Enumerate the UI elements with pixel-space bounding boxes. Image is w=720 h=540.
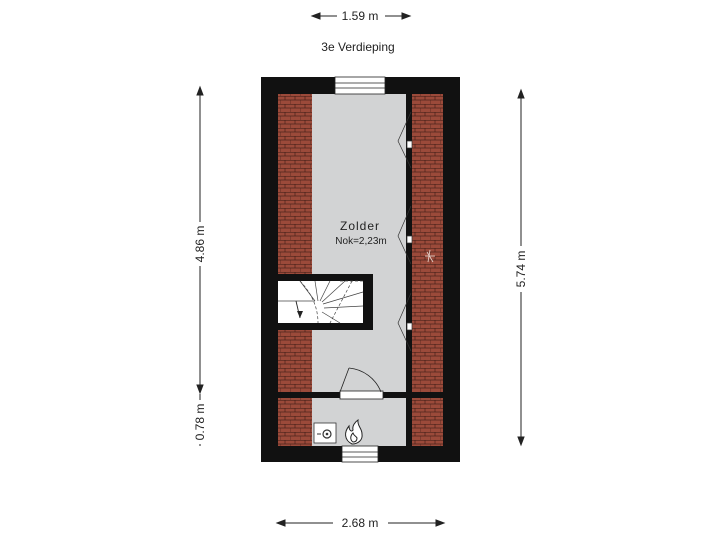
dimension-left-upper: 4.86 m: [193, 225, 207, 263]
vent-icon: [425, 249, 435, 263]
stair-well: [278, 281, 363, 323]
stairs: [278, 280, 364, 324]
stair-arrow: [297, 311, 303, 318]
roof-tiles-right-lower: [412, 398, 443, 446]
room-name: Zolder: [339, 219, 381, 233]
dimension-left-lower: 0.78 m: [193, 403, 207, 441]
roof-tiles-left-upper: [278, 94, 312, 274]
roof-tiles-right-upper: [412, 94, 443, 392]
room-ridge-height: Nok=2,23m: [335, 236, 387, 247]
door: [339, 367, 384, 400]
attic-floor: [312, 94, 412, 392]
roof-tiles-left-lower: [278, 398, 312, 446]
building: [261, 76, 460, 463]
top-window: [334, 76, 386, 95]
floor-label: 3e Verdieping: [321, 40, 395, 54]
dimension-lines: [196, 12, 525, 527]
bottom-window: [341, 445, 379, 463]
cabinet-doors: [397, 111, 413, 352]
flame-icon: [345, 418, 363, 445]
boiler-icon: [313, 422, 337, 444]
dimension-right-total: 5.74 m: [514, 250, 528, 288]
dimension-bottom-width: 2.68 m: [341, 516, 379, 530]
dimension-top-width: 1.59 m: [341, 9, 379, 23]
roof-tiles-left-middle: [278, 320, 312, 392]
